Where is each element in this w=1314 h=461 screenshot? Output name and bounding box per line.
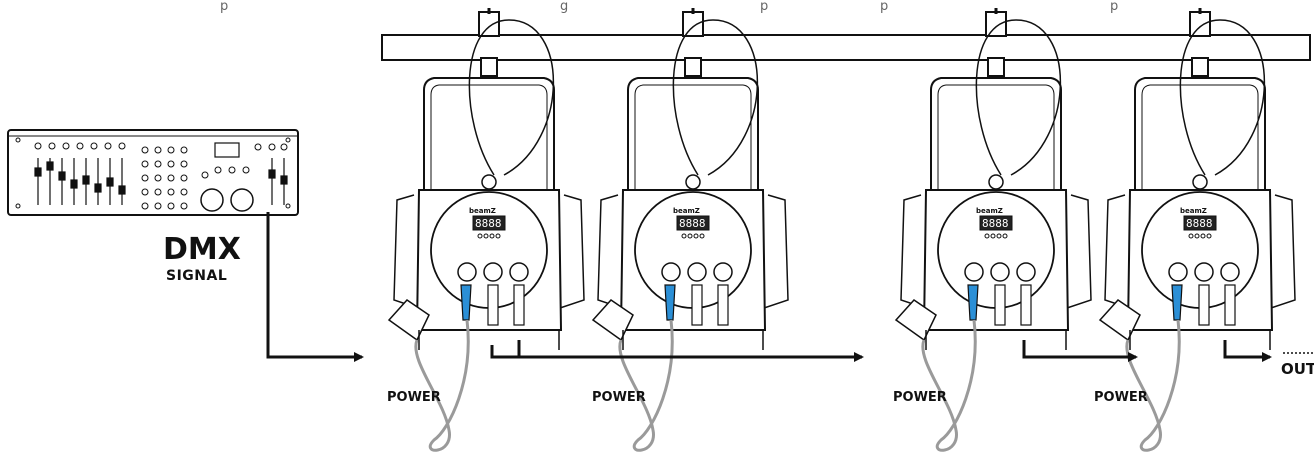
out-label: OUT xyxy=(1281,360,1314,378)
powercon-connector xyxy=(460,284,472,321)
power-label: POWER xyxy=(592,390,646,405)
power-label: POWER xyxy=(387,390,441,405)
power-cable xyxy=(618,319,674,452)
fixture-4: beamZ 8888 xyxy=(1098,8,1296,452)
power-cable xyxy=(414,319,470,452)
dmx-signal-line xyxy=(266,212,364,362)
truss-bar xyxy=(381,34,1311,61)
power-label: POWER xyxy=(893,390,947,405)
dmx-link-2-3 xyxy=(517,340,864,362)
fixture-1: beamZ 8888 xyxy=(387,8,585,452)
powercon-connector xyxy=(967,284,979,321)
top-text-fragment: p xyxy=(220,0,228,14)
top-text-fragment: p xyxy=(1110,0,1118,14)
dmx-link-1-2 xyxy=(490,345,521,359)
fixture-display: 8888 xyxy=(679,217,706,230)
power-label: POWER xyxy=(1094,390,1148,405)
power-cable xyxy=(1125,319,1181,452)
top-text-fragment: p xyxy=(880,0,888,14)
fixture-brand-label: beamZ xyxy=(976,207,1003,215)
top-text-fragments: p g p p p xyxy=(220,0,1118,14)
fixture-brand-label: beamZ xyxy=(469,207,496,215)
powercon-connector xyxy=(664,284,676,321)
top-text-fragment: g xyxy=(560,0,568,14)
dmx-controller xyxy=(7,129,299,216)
dmx-link-out xyxy=(1223,340,1272,362)
signal-label: SIGNAL xyxy=(166,268,227,284)
power-cable xyxy=(921,319,977,452)
dmx-link-3-4 xyxy=(1022,340,1138,362)
fixture-display: 8888 xyxy=(982,217,1009,230)
fixture-display: 8888 xyxy=(1186,217,1213,230)
dmx-label: DMX xyxy=(163,232,241,267)
fixture-3: beamZ 8888 xyxy=(894,8,1092,452)
top-text-fragment: p xyxy=(760,0,768,14)
fixture-brand-label: beamZ xyxy=(673,207,700,215)
fixture-2: beamZ 8888 xyxy=(591,8,789,452)
fixture-display: 8888 xyxy=(475,217,502,230)
powercon-connector xyxy=(1171,284,1183,321)
fixture-brand-label: beamZ xyxy=(1180,207,1207,215)
